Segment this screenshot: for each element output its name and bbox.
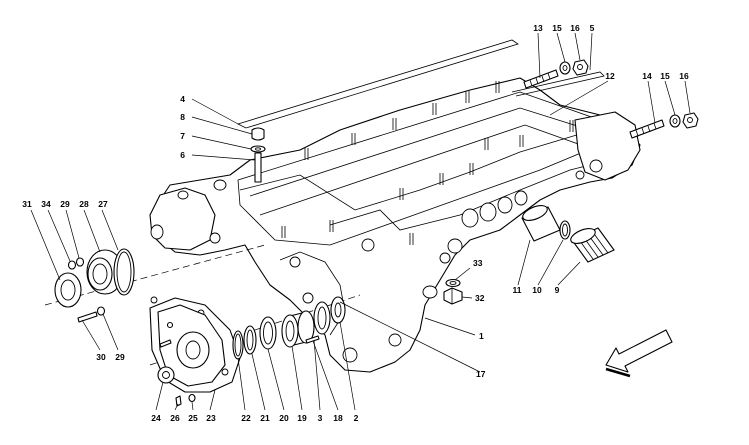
callout-7: 7 [180,131,185,141]
stud-14 [629,119,665,139]
housing-left-ear [149,187,216,251]
front-direction-arrow-icon [605,329,673,378]
gasket-5 [511,71,605,97]
o-ring-22 [232,330,244,360]
bearing-19 [281,310,315,348]
stud-13 [523,69,559,89]
callout-25: 25 [188,413,198,423]
washer-29-lower [96,306,106,316]
washer-33 [445,278,461,288]
callout-24: 24 [151,413,161,423]
callout-13: 13 [533,23,543,33]
sleeve-11 [521,205,561,242]
callout-34: 34 [41,199,51,209]
bolt-30 [77,311,98,323]
callout-23: 23 [206,413,216,423]
callout-29-top: 29 [60,199,70,209]
housing-top-rail [237,91,613,246]
callout-4: 4 [180,94,185,104]
shaft-2 [330,296,346,324]
ring-3 [313,301,331,335]
ring-20 [259,316,277,350]
callout-8: 8 [180,112,185,122]
bolt-26 [175,395,182,407]
callout-3: 3 [318,413,323,423]
callout-29-bottom: 29 [115,352,125,362]
callout-12: 12 [605,71,615,81]
callout-33: 33 [473,258,483,268]
washer-34 [67,260,77,270]
callout-10: 10 [532,285,542,295]
callout-19: 19 [297,413,307,423]
callout-5: 5 [590,23,595,33]
callout-26: 26 [170,413,180,423]
washer-7 [250,145,266,153]
washer-15-right [669,114,681,128]
o-ring-10 [559,220,571,240]
callout-labels: 4 8 7 6 13 15 16 5 12 14 15 16 11 10 9 3… [22,23,689,423]
stud-6 [254,152,262,183]
housing-port-cluster [447,190,528,254]
seal-31 [54,272,82,308]
callout-6: 6 [180,150,185,160]
o-ring-27 [113,248,135,296]
washer-25 [188,393,196,403]
washer-29-upper [75,257,85,267]
callout-18: 18 [333,413,343,423]
gasket-wire-top [236,39,519,129]
plug-32 [443,287,463,305]
callout-16-right: 16 [679,71,689,81]
lower-cover-group [149,294,361,407]
callout-15-top: 15 [552,23,562,33]
filter-9 [570,227,615,263]
callout-1: 1 [479,331,484,341]
callout-22: 22 [241,413,251,423]
callout-17: 17 [476,369,486,379]
cap-nut-8 [251,127,265,141]
callout-21: 21 [260,413,270,423]
ring-21 [243,325,257,355]
callout-16-top: 16 [570,23,580,33]
callout-30: 30 [96,352,106,362]
callout-14: 14 [642,71,652,81]
gearbox-housing [149,39,641,373]
bolt-24-pin [159,339,172,348]
nut-16-top [572,59,589,76]
callout-2: 2 [354,413,359,423]
left-seal-group [44,244,266,323]
callout-9: 9 [555,285,560,295]
callout-31: 31 [22,199,32,209]
callout-11: 11 [513,285,522,295]
leader-lines [30,32,691,411]
housing-studs [281,81,574,245]
callout-27: 27 [98,199,108,209]
callout-28: 28 [79,199,89,209]
callout-20: 20 [279,413,289,423]
callout-32: 32 [475,293,485,303]
nut-16-right [682,112,699,129]
washer-15-top [559,61,571,75]
housing-right-bracket [574,111,641,181]
axis-left [44,244,266,306]
pin-18 [305,335,320,344]
callout-15-right: 15 [660,71,670,81]
